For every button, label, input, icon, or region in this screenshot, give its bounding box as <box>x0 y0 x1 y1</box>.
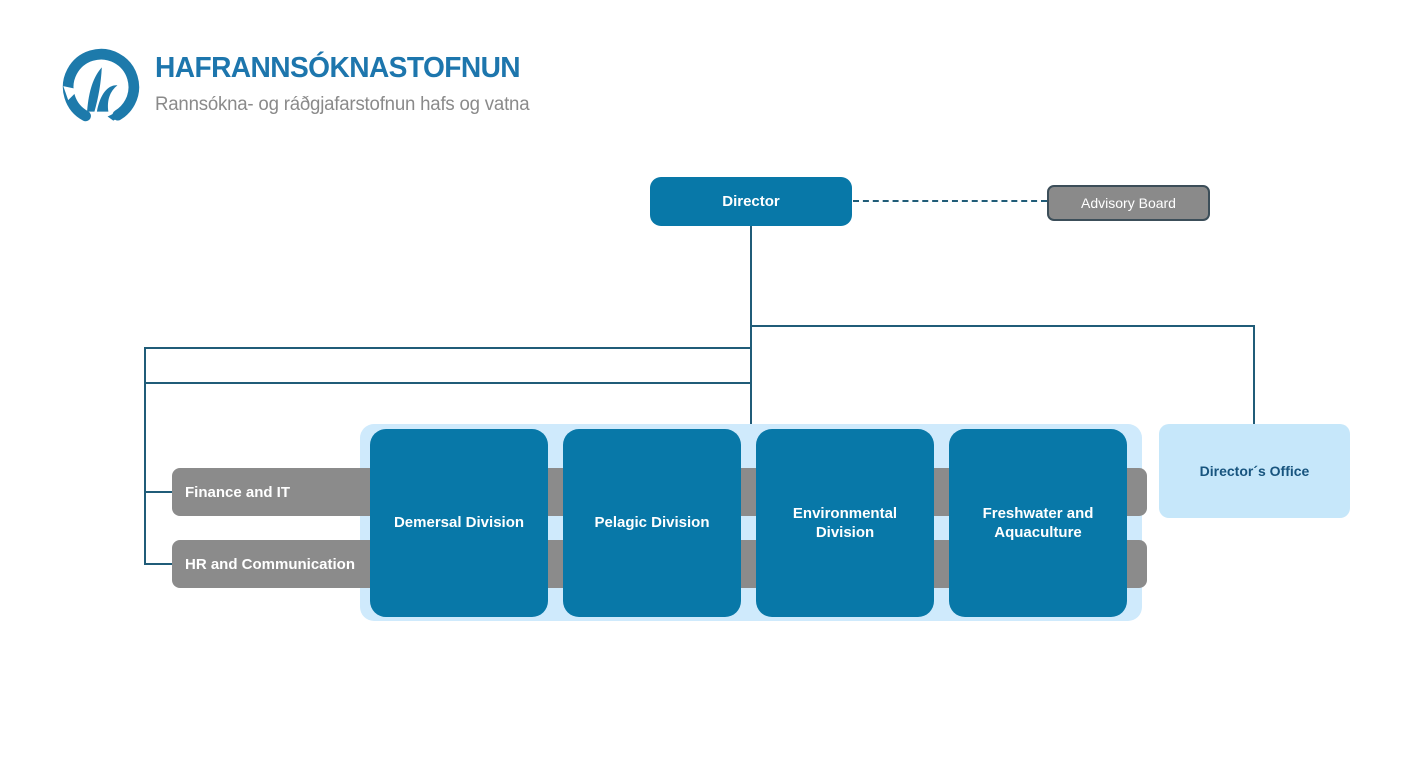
connector-office-down <box>1253 325 1255 425</box>
division-box-demersal: Demersal Division <box>370 429 548 617</box>
connector-hr-stub <box>144 563 174 565</box>
connector-director-advisory <box>853 200 1047 202</box>
directors-office-box: Director´s Office <box>1159 424 1350 518</box>
connector-staff-left-vertical <box>144 347 146 565</box>
advisory-board-box: Advisory Board <box>1047 185 1210 221</box>
division-box-environmental: Environmental Division <box>756 429 934 617</box>
connector-staff-horizontal-top <box>144 347 752 349</box>
connector-staff-horizontal-bottom <box>144 382 752 384</box>
division-box-freshwater: Freshwater and Aquaculture <box>949 429 1127 617</box>
division-box-pelagic: Pelagic Division <box>563 429 741 617</box>
wave-swirl-logo-icon <box>62 48 140 126</box>
brand-subtitle: Rannsókna- og ráðgjafarstofnun hafs og v… <box>155 94 530 115</box>
brand-text-block: HAFRANNSÓKNASTOFNUN Rannsókna- og ráðgja… <box>155 52 675 116</box>
director-box: Director <box>650 177 852 226</box>
connector-finance-stub <box>144 491 174 493</box>
brand-title: HAFRANNSÓKNASTOFNUN <box>155 52 521 84</box>
connector-office-horizontal <box>750 325 1255 327</box>
